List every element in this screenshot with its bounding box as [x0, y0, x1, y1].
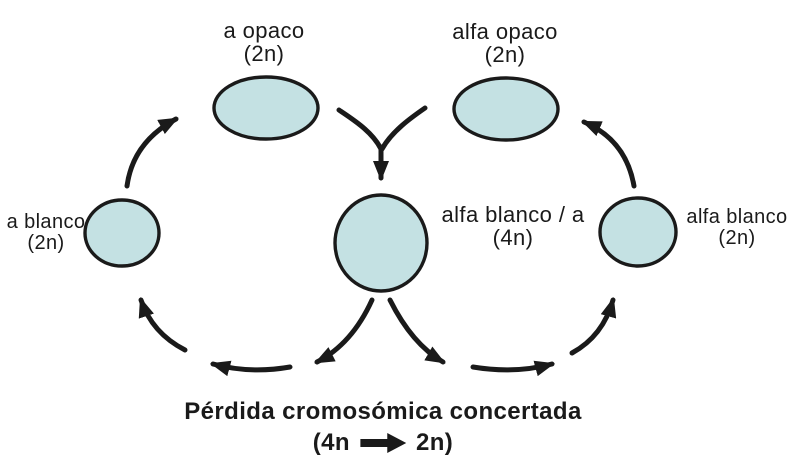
- label-a-blanco: a blanco (2n): [6, 211, 86, 255]
- label-a-opaco-ploidy: (2n): [243, 41, 285, 67]
- arrow-bottom-left: [210, 360, 293, 377]
- caption-transition: (4n 2n): [184, 429, 581, 457]
- label-a-opaco: a opaco (2n): [223, 19, 304, 66]
- cell-alfa-opaco: [452, 76, 560, 142]
- label-alfa-opaco-name: alfa opaco: [452, 19, 558, 44]
- label-a-opaco-name: a opaco: [223, 18, 305, 43]
- right-block-arrow-icon: [359, 433, 406, 453]
- cell-a-opaco: [212, 75, 320, 141]
- cell-a-blanco: [83, 198, 161, 268]
- label-alfa-blanco-name: alfa blanco: [686, 206, 788, 228]
- cell-alfa-blanco: [598, 196, 678, 268]
- cell-alfa-blanco-a-4n: [333, 193, 429, 293]
- caption-transition-to: 2n): [415, 429, 454, 456]
- arrow-4n-down-right: [387, 297, 446, 365]
- label-alfa-blanco-a-ploidy: (4n): [492, 225, 534, 251]
- label-alfa-blanco-a-4n: alfa blanco / a (4n): [442, 203, 585, 250]
- arrow-4n-down-left: [314, 297, 375, 365]
- caption-title: Pérdida cromosómica concertada: [184, 398, 582, 425]
- arrow-up-to-alfa-blanco: [569, 297, 617, 356]
- mating-branch-right: [379, 105, 428, 152]
- label-a-blanco-name: a blanco: [6, 211, 86, 233]
- arrow-bottom-right: [470, 360, 555, 377]
- arrow-alfa-blanco-to-alfa-opaco: [581, 119, 637, 189]
- mating-branch-left: [336, 107, 384, 152]
- arrow-a-blanco-to-a-opaco: [124, 116, 179, 189]
- label-alfa-opaco: alfa opaco (2n): [452, 20, 558, 67]
- label-alfa-blanco: alfa blanco (2n): [686, 206, 788, 250]
- caption-transition-from: (4n: [312, 429, 350, 456]
- label-alfa-opaco-ploidy: (2n): [484, 42, 526, 68]
- label-alfa-blanco-ploidy: (2n): [718, 227, 756, 250]
- caption: Pérdida cromosómica concertada (4n 2n): [184, 398, 581, 457]
- label-alfa-blanco-a-name: alfa blanco / a: [441, 202, 585, 227]
- arrow-up-to-a-blanco: [138, 297, 188, 353]
- mating-merge-arrow: [336, 105, 428, 181]
- label-a-blanco-ploidy: (2n): [27, 232, 65, 255]
